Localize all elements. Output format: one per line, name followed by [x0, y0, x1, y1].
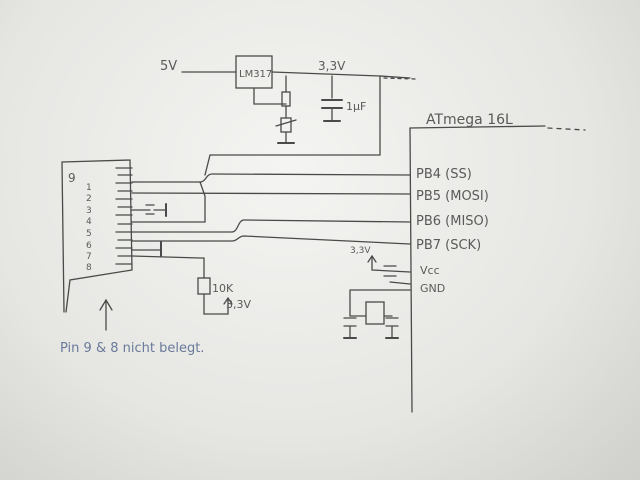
- wire-ss-branch: [131, 181, 206, 223]
- wire-vcc: [371, 255, 411, 273]
- label-gnd: GND: [420, 282, 445, 295]
- mcu-top-dashed: [547, 127, 586, 131]
- wire-reset: [131, 255, 205, 259]
- pin3-cap-plates: [145, 204, 155, 215]
- wire-pb7: [131, 235, 411, 245]
- arrow-to-note: [99, 298, 113, 331]
- wire-crystal-ground: [349, 325, 393, 339]
- wire-gnd: [389, 281, 411, 285]
- connector-pin-label: 4: [86, 217, 92, 227]
- connector-pin-label: 5: [86, 229, 92, 239]
- wire-pb5: [131, 192, 411, 195]
- wire-pb4: [131, 173, 411, 183]
- connector-pin-label: 8: [86, 263, 92, 273]
- connector-outline: [61, 159, 133, 313]
- connector-pin-label: 1: [86, 183, 92, 193]
- label-pb7: PB7 (SCK): [416, 238, 481, 253]
- label-regulator: LM317: [239, 69, 272, 80]
- wire-pullup-3v3: [203, 293, 229, 315]
- wire-rail-dashed: [383, 77, 416, 80]
- wire-adjust: [253, 87, 287, 105]
- label-vcc-3v3: 3,3V: [350, 246, 371, 256]
- wire-rail-down: [204, 75, 381, 176]
- connector-left-edge: [61, 161, 65, 313]
- connector-pin-label: 6: [86, 241, 92, 251]
- label-resistor: 10K: [212, 282, 234, 295]
- label-pullup-3v3: 3,3V: [226, 298, 251, 311]
- potentiometer: [280, 117, 292, 133]
- mcu-top-edge: [409, 125, 546, 129]
- pullup-resistor: [197, 277, 211, 295]
- wire-pb6: [131, 219, 411, 233]
- crystal: [365, 301, 385, 325]
- label-pb4: PB4 (SS): [416, 167, 472, 182]
- label-pb6: PB6 (MISO): [416, 214, 489, 229]
- mcu-left-edge: [409, 127, 413, 413]
- pin-stubs: [115, 167, 133, 265]
- note-unused-pins: Pin 9 & 8 nicht belegt.: [60, 341, 204, 356]
- label-capacitor: 1µF: [346, 100, 366, 113]
- label-vcc: Vcc: [420, 264, 440, 277]
- label-pb5: PB5 (MOSI): [416, 189, 489, 204]
- label-3v3-rail: 3,3V: [318, 59, 346, 73]
- label-connector-pin9: 9: [68, 171, 76, 185]
- pot-wiper: [275, 119, 297, 127]
- vcc-cap-plates: [383, 265, 397, 277]
- crystal-cap-left: [343, 317, 357, 327]
- crystal-cap-right: [385, 317, 399, 327]
- label-5v: 5V: [160, 59, 177, 74]
- arrow-pullup-3v3: [223, 296, 233, 305]
- wire-crystal-loop: [349, 289, 411, 317]
- connector-pin-label: 2: [86, 194, 92, 204]
- connector-pin-label: 7: [86, 252, 92, 262]
- label-mcu: ATmega 16L: [426, 112, 513, 128]
- connector-pin-label: 3: [86, 206, 92, 216]
